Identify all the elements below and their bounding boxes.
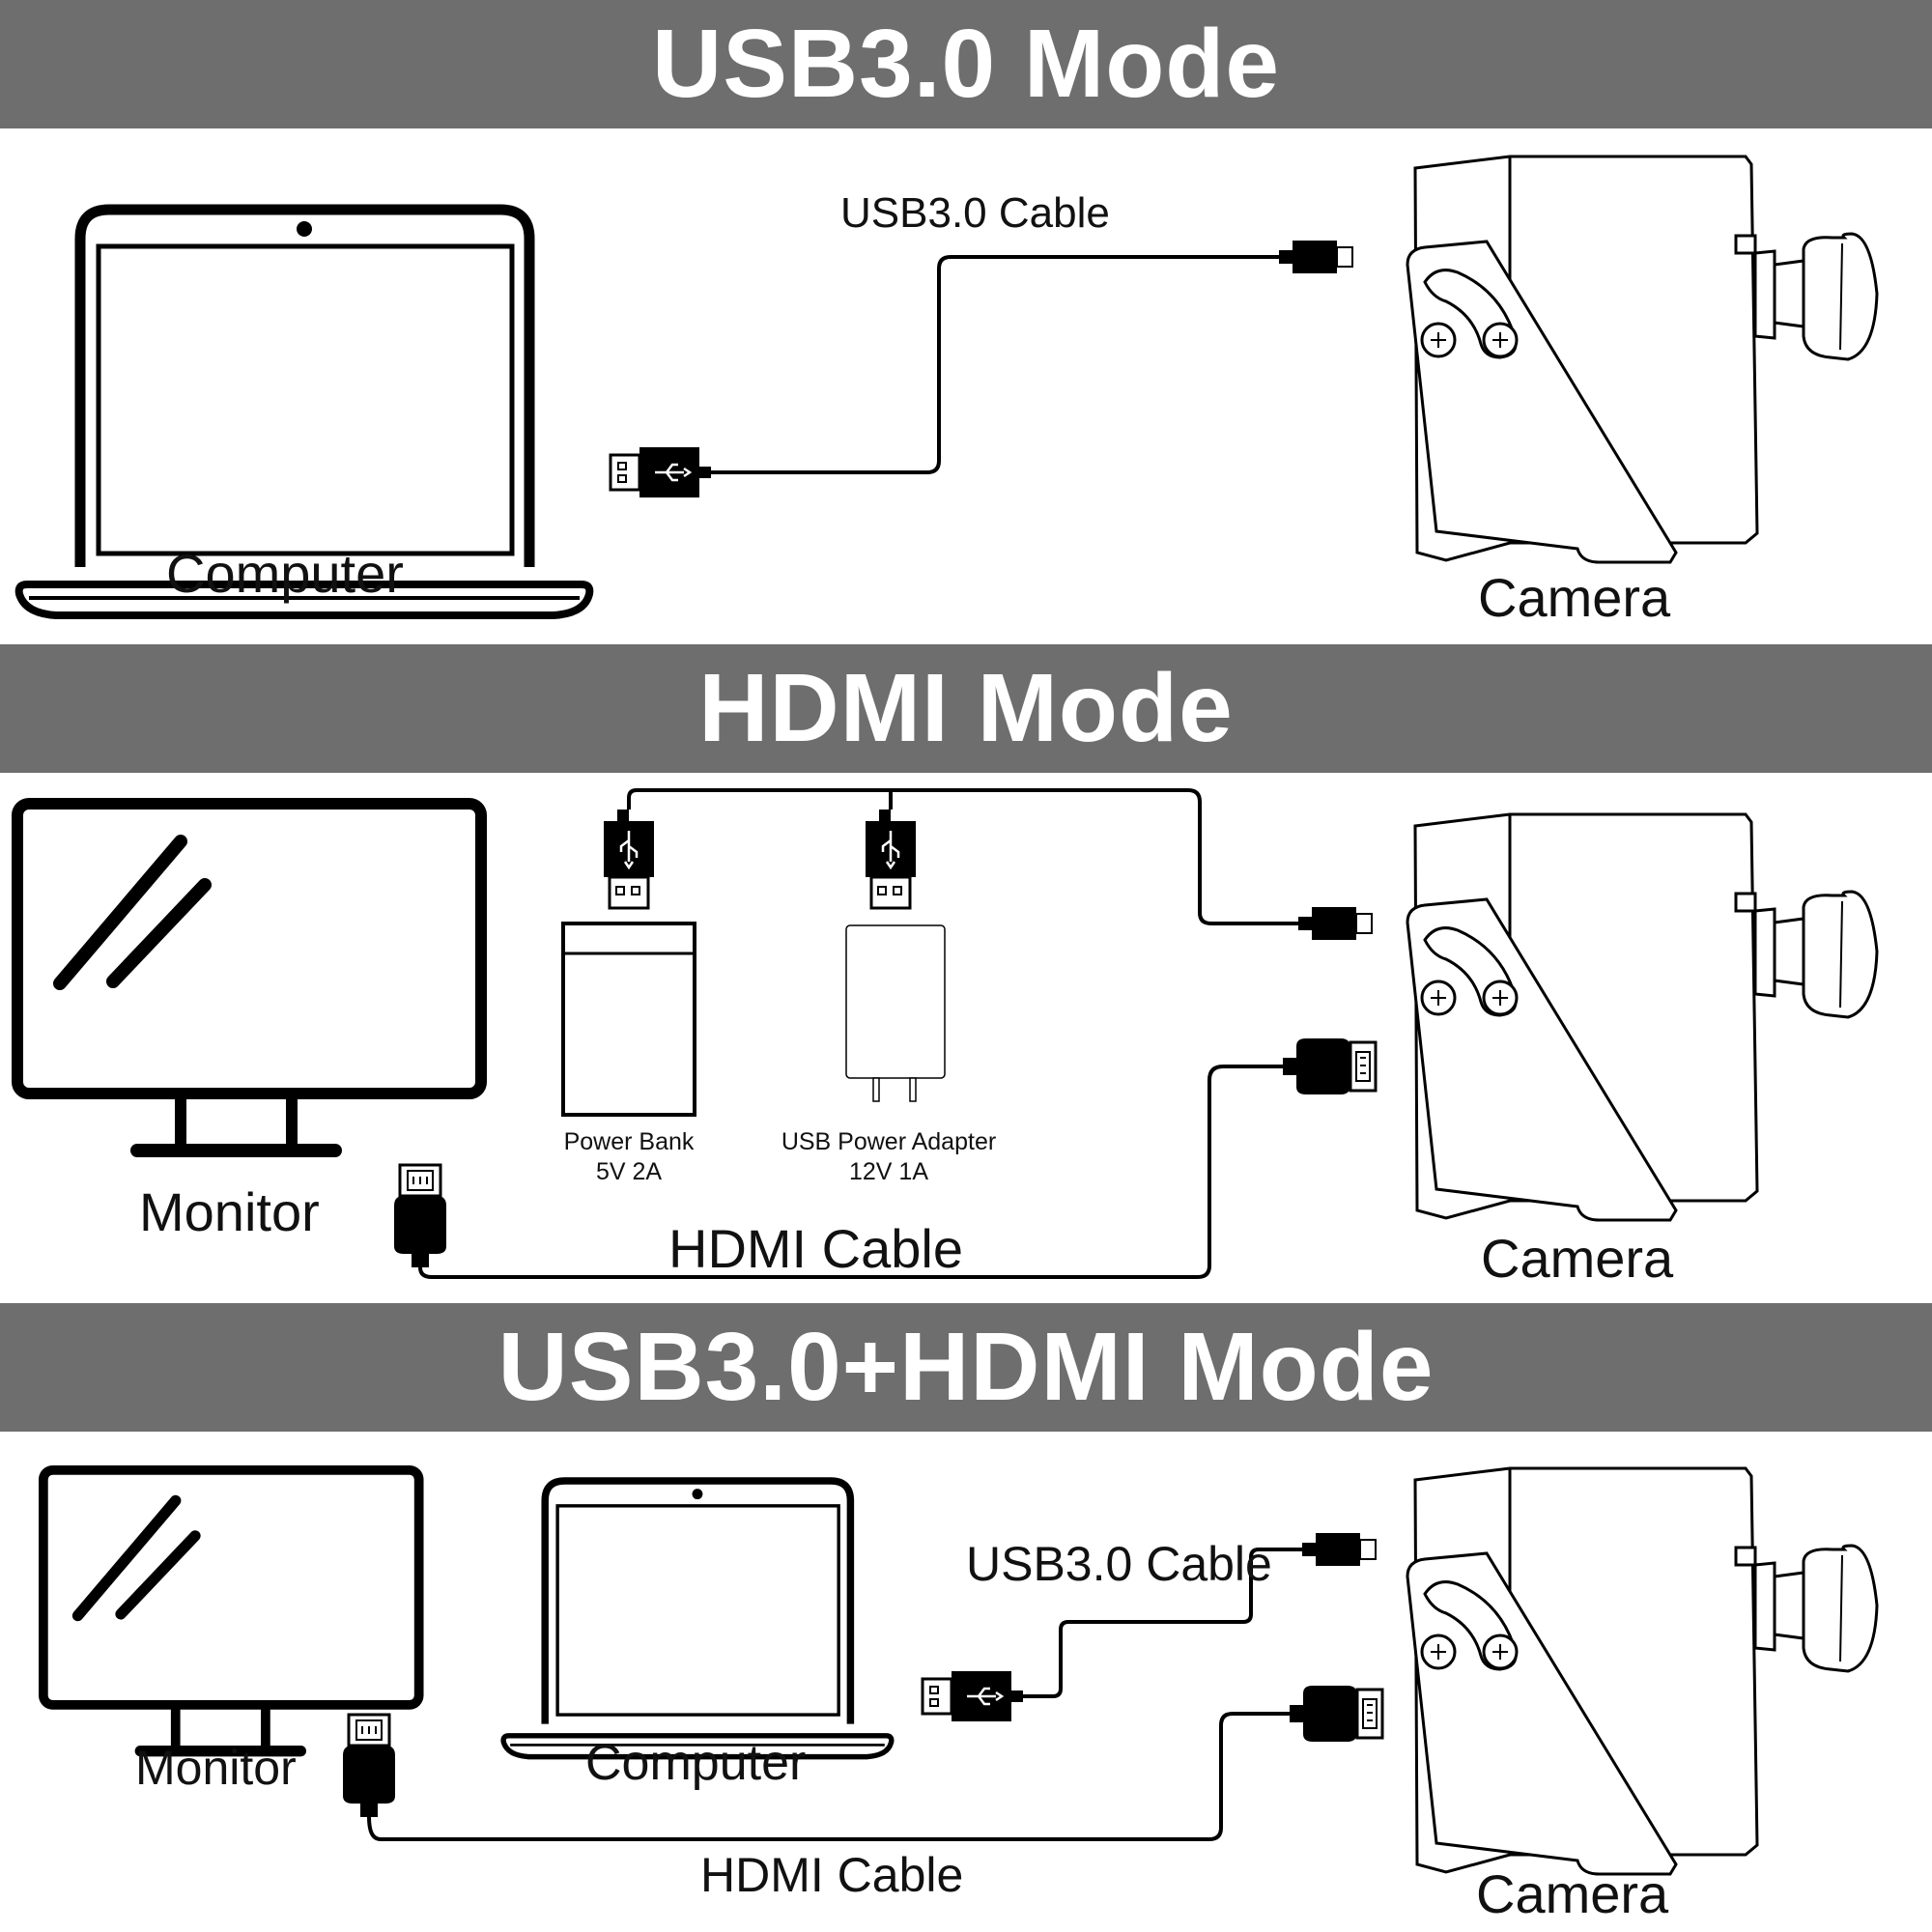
micro-usb-plug-icon xyxy=(1301,1532,1377,1567)
power-bank-icon xyxy=(561,922,696,1117)
usb-adapter-label: USB Power Adapter 12V 1A xyxy=(763,1127,1014,1187)
computer-label: Computer xyxy=(585,1735,807,1791)
section-title-usb-hdmi: USB3.0+HDMI Mode xyxy=(0,1303,1932,1432)
hdmi-plug-icon xyxy=(341,1713,397,1819)
usb-power-cable-line xyxy=(627,788,1298,925)
hdmi-cable-label: HDMI Cable xyxy=(700,1848,964,1902)
power-adapter-icon xyxy=(845,924,946,1102)
section-title-usb: USB3.0 Mode xyxy=(0,0,1932,128)
monitor-icon xyxy=(17,804,481,1151)
usb-adapter-spec: 12V 1A xyxy=(848,1158,928,1185)
usb-a-plug-icon xyxy=(602,808,656,910)
usb-cable-label: USB3.0 Cable xyxy=(840,189,1110,237)
power-bank-label: Power Bank 5V 2A xyxy=(531,1127,726,1187)
hdmi-plug-icon xyxy=(392,1163,448,1269)
hdmi-plug-icon xyxy=(1281,1037,1378,1096)
section-title-hdmi: HDMI Mode xyxy=(0,644,1932,773)
camera-icon xyxy=(1406,1466,1879,1876)
power-bank-spec: 5V 2A xyxy=(595,1158,663,1185)
hdmi-cable-line xyxy=(418,1065,1283,1279)
power-bank-name: Power Bank xyxy=(563,1128,695,1155)
camera-icon xyxy=(1406,155,1879,564)
computer-label: Computer xyxy=(166,543,404,604)
usb-cable-line xyxy=(711,255,1279,474)
hdmi-plug-icon xyxy=(1288,1684,1384,1744)
usb-a-plug-icon xyxy=(864,808,918,910)
camera-icon xyxy=(1406,812,1879,1222)
monitor-icon xyxy=(43,1470,419,1751)
usb-adapter-name: USB Power Adapter xyxy=(781,1128,997,1155)
micro-usb-plug-icon xyxy=(1297,906,1373,941)
usb-cable-label: USB3.0 Cable xyxy=(966,1537,1272,1591)
micro-usb-plug-icon xyxy=(1278,240,1353,274)
camera-label: Camera xyxy=(1476,1863,1669,1924)
hdmi-cable-line xyxy=(367,1712,1290,1841)
camera-label: Camera xyxy=(1478,567,1671,628)
monitor-label: Monitor xyxy=(135,1741,297,1795)
hdmi-cable-label: HDMI Cable xyxy=(668,1218,963,1279)
usb-a-plug-icon xyxy=(609,445,713,499)
usb-a-plug-icon xyxy=(921,1669,1025,1723)
laptop-icon xyxy=(502,1481,892,1757)
camera-label: Camera xyxy=(1481,1228,1674,1289)
monitor-label: Monitor xyxy=(139,1181,320,1242)
usb-cable-line xyxy=(1023,1548,1302,1698)
